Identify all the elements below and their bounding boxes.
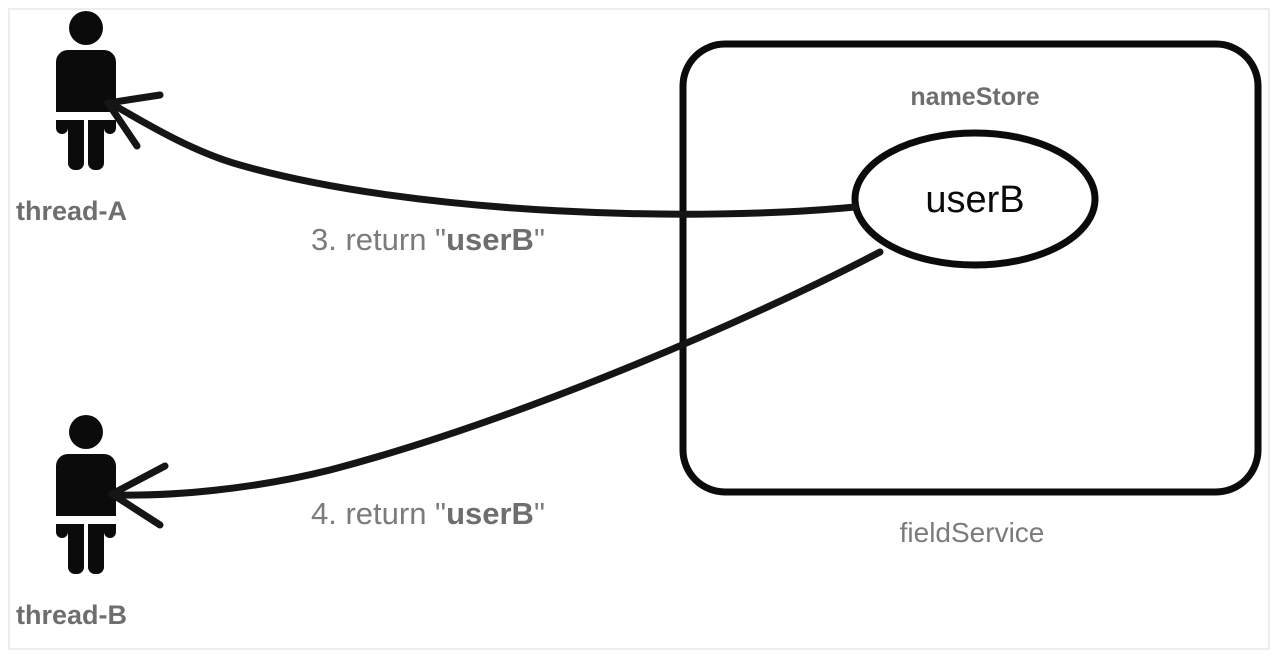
- person-icon-thread-a[interactable]: [54, 11, 118, 170]
- edge-label-3: 3. return "userB": [311, 224, 545, 255]
- edge-4-arrow[interactable]: [108, 248, 884, 529]
- edge-label-3-suffix: ": [533, 222, 545, 257]
- userb-node-shape[interactable]: [851, 129, 1099, 269]
- edge-label-3-prefix: 3. return ": [311, 222, 447, 257]
- actor-label-thread-a: thread-A: [16, 196, 128, 226]
- edge-label-4: 4. return "userB": [311, 498, 545, 529]
- node-label-userb: userB: [925, 179, 1025, 221]
- edge-3-arrow[interactable]: [104, 91, 859, 218]
- container-title-namestore: nameStore: [910, 83, 1040, 111]
- edge-label-4-value: userB: [446, 496, 534, 531]
- edge-label-4-suffix: ": [533, 496, 545, 531]
- fieldservice-container-shape[interactable]: [679, 40, 1262, 496]
- actor-label-thread-b: thread-B: [16, 600, 128, 630]
- edge-label-3-value: userB: [446, 222, 534, 257]
- person-icon-thread-b[interactable]: [54, 415, 118, 574]
- edge-label-4-prefix: 4. return ": [311, 496, 447, 531]
- container-footer-fieldservice: fieldService: [899, 517, 1045, 548]
